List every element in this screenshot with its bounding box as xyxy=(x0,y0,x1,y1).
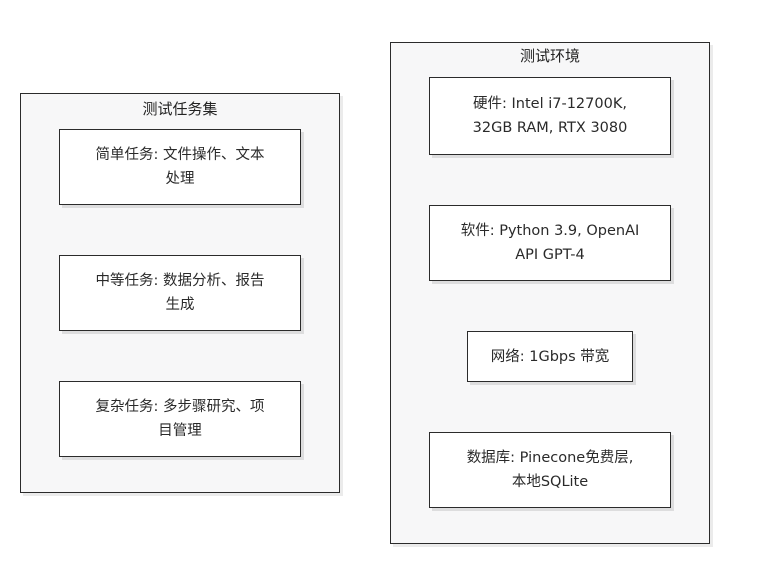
simple-task-label: 简单任务: 文件操作、文本 处理 xyxy=(95,147,265,187)
software-node: 软件: Python 3.9, OpenAI API GPT-4 xyxy=(429,205,671,281)
test-task-set-title: 测试任务集 xyxy=(142,100,218,118)
complex-task-node: 复杂任务: 多步骤研究、项 目管理 xyxy=(59,381,301,457)
test-task-set-group: 测试任务集 简单任务: 文件操作、文本 处理 中等任务: 数据分析、报告 生成 … xyxy=(20,93,340,493)
database-label: 数据库: Pinecone免费层, 本地SQLite xyxy=(466,450,634,490)
test-environment-group: 测试环境 硬件: Intel i7-12700K, 32GB RAM, RTX … xyxy=(390,42,710,544)
hardware-node: 硬件: Intel i7-12700K, 32GB RAM, RTX 3080 xyxy=(429,77,671,155)
database-node: 数据库: Pinecone免费层, 本地SQLite xyxy=(429,432,671,508)
network-label: 网络: 1Gbps 带宽 xyxy=(490,348,610,365)
software-label: 软件: Python 3.9, OpenAI API GPT-4 xyxy=(460,223,640,263)
simple-task-node: 简单任务: 文件操作、文本 处理 xyxy=(59,129,301,205)
medium-task-node: 中等任务: 数据分析、报告 生成 xyxy=(59,255,301,331)
complex-task-label: 复杂任务: 多步骤研究、项 目管理 xyxy=(95,399,265,439)
hardware-label: 硬件: Intel i7-12700K, 32GB RAM, RTX 3080 xyxy=(472,96,628,136)
network-node: 网络: 1Gbps 带宽 xyxy=(467,331,633,382)
test-environment-title: 测试环境 xyxy=(519,47,580,65)
medium-task-label: 中等任务: 数据分析、报告 生成 xyxy=(95,273,265,313)
